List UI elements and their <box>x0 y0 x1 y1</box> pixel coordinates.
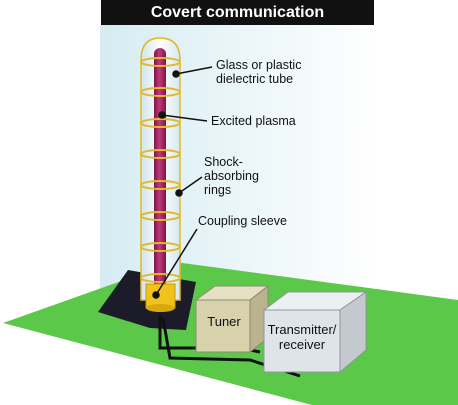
tuner-label: Tuner <box>207 314 241 329</box>
leader-lines <box>152 66 213 299</box>
plasma-column <box>154 48 166 294</box>
label-coupling-sleeve: Coupling sleeve <box>198 214 287 228</box>
label-dielectric-tube: Glass or plastic dielectric tube <box>216 58 302 86</box>
transmitter-box <box>262 291 368 374</box>
transmitter-label: Transmitter/ receiver <box>267 322 337 352</box>
shock-absorbing-rings <box>140 57 181 283</box>
diagram-title: Covert communication <box>101 0 374 25</box>
label-shock-absorbing-rings: Shock- absorbing rings <box>204 155 259 197</box>
label-excited-plasma: Excited plasma <box>211 114 296 128</box>
